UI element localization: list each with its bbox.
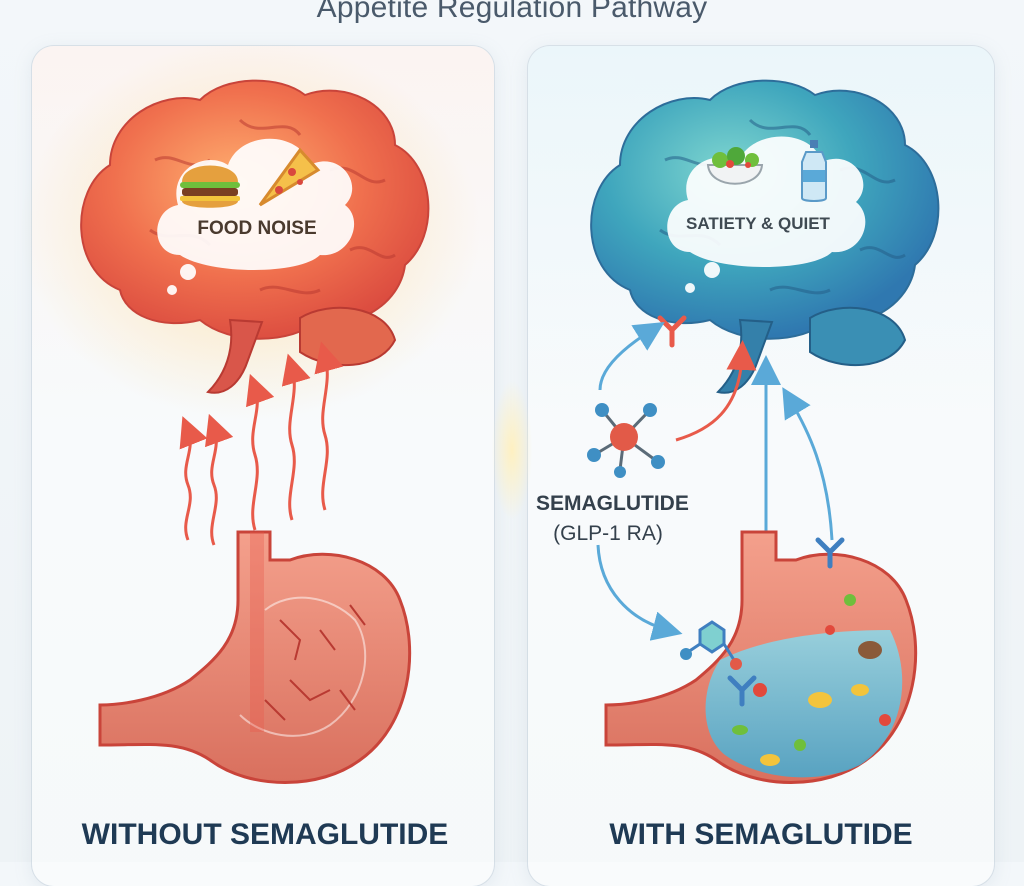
satiety-signal-arrows [596, 322, 834, 641]
food-noise-label: FOOD NOISE [197, 218, 317, 239]
with-semaglutide-caption: WITH SEMAGLUTIDE [609, 818, 913, 851]
drug-class-label: (GLP-1 RA) [553, 522, 663, 545]
drug-name-label: SEMAGLUTIDE [536, 492, 689, 515]
molecule-icon [587, 403, 665, 478]
full-stomach [604, 530, 918, 784]
diagram-title: Appetite Regulation Pathway [316, 0, 708, 24]
empty-stomach [98, 530, 412, 784]
hunger-signal-arrows [179, 341, 344, 546]
without-semaglutide-caption: WITHOUT SEMAGLUTIDE [81, 818, 449, 851]
water-bottle-icon [801, 140, 827, 202]
salad-icon [706, 147, 764, 185]
burger-icon [180, 165, 240, 208]
illustration-layer [20, 40, 940, 784]
bound-molecule-icon [680, 620, 742, 670]
receptor-icon [727, 537, 845, 707]
center-divider-glow [492, 380, 532, 520]
satiety-quiet-label: SATIETY & QUIET [686, 214, 830, 233]
pizza-icon [258, 147, 321, 207]
